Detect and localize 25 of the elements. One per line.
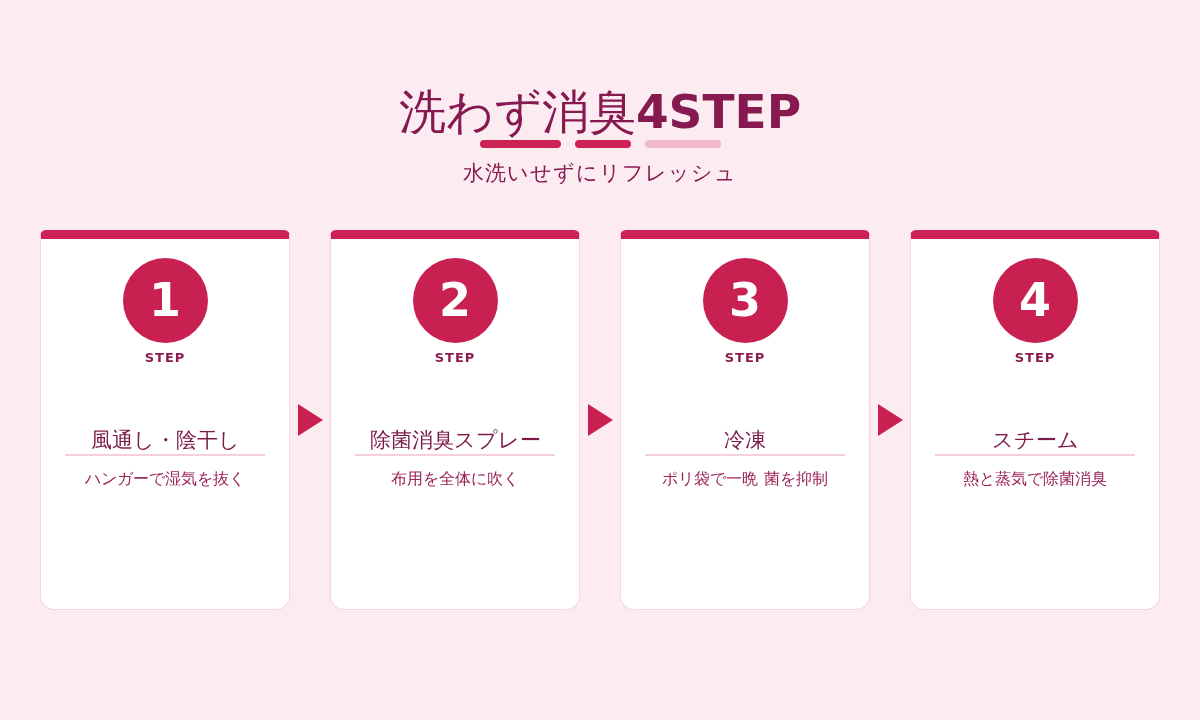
- step-label: STEP: [724, 350, 766, 366]
- step-card: [40, 230, 290, 610]
- step-card: [620, 230, 870, 610]
- step-number-circle: 3: [702, 258, 788, 343]
- step-description: ハンガーで湿気を抜く: [85, 468, 245, 490]
- step-number-circle: 2: [412, 258, 498, 343]
- title: 洗わず消臭4STEP: [398, 84, 802, 140]
- step-description: ポリ袋で一晩 菌を抑制: [662, 468, 828, 490]
- step-heading: スチーム: [991, 427, 1079, 454]
- step-heading: 冷凍: [724, 427, 766, 454]
- arrow: [878, 404, 903, 436]
- step-label: STEP: [1014, 350, 1056, 366]
- step-heading: 除菌消臭スプレー: [369, 427, 541, 454]
- step-label: STEP: [434, 350, 476, 366]
- step-number-circle: 4: [992, 258, 1078, 343]
- subtitle: 水洗いせずにリフレッシュ: [463, 160, 737, 187]
- step-description: 布用を全体に吹く: [391, 468, 519, 490]
- step-card: [330, 230, 580, 610]
- step-description: 熱と蒸気で除菌消臭: [963, 468, 1107, 490]
- step-heading: 風通し・陰干し: [90, 427, 240, 454]
- step-label: STEP: [144, 350, 186, 366]
- arrow: [588, 404, 613, 436]
- step-card: [910, 230, 1160, 610]
- arrow: [298, 404, 323, 436]
- step-number-circle: 1: [122, 258, 208, 343]
